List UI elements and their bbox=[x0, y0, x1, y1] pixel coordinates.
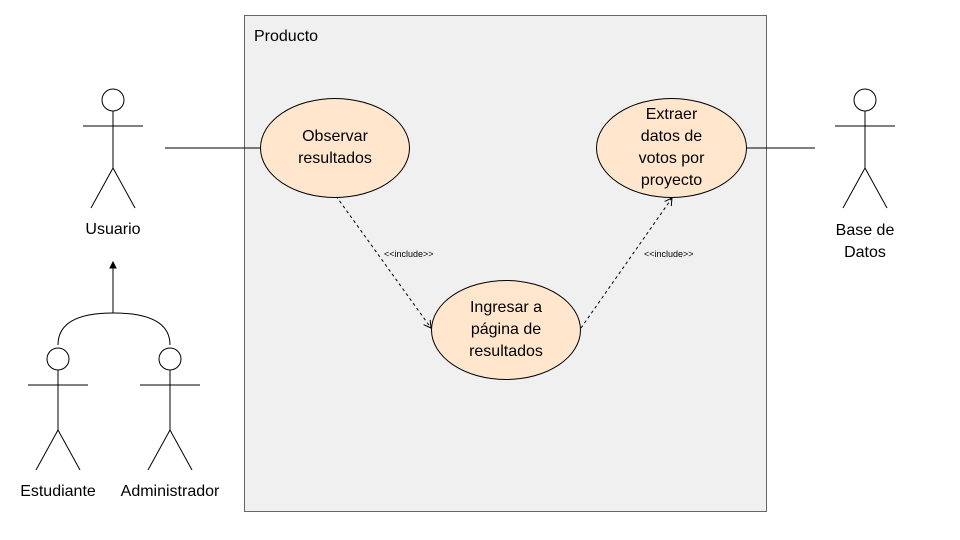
system-boundary bbox=[244, 15, 767, 512]
use-case-extraer-datos[interactable]: Extraer datos de votos por proyecto bbox=[596, 98, 747, 198]
actor-base-datos-figure bbox=[835, 88, 895, 209]
system-label: Producto bbox=[254, 28, 319, 45]
include-ingresar-extraer bbox=[580, 197, 673, 329]
actor-label-usuario: Usuario bbox=[85, 221, 141, 238]
actor-label-estudiante: Estudiante bbox=[20, 483, 96, 500]
include-label-left: <<include>> bbox=[384, 249, 434, 259]
generalization-fork bbox=[57, 312, 171, 346]
include-label-right: <<include>> bbox=[644, 249, 694, 259]
use-case-ingresar-pagina[interactable]: Ingresar a página de resultados bbox=[431, 280, 581, 380]
actor-estudiante-figure bbox=[28, 347, 88, 471]
use-case-label-ingresar: Ingresar a página de resultados bbox=[469, 299, 543, 360]
generalization-arrowhead bbox=[109, 260, 117, 269]
actor-label-base-datos: Base de Datos bbox=[835, 222, 895, 261]
include-observar-ingresar bbox=[335, 195, 432, 329]
actor-usuario-figure bbox=[83, 88, 143, 209]
actor-label-administrador: Administrador bbox=[120, 483, 220, 500]
use-case-observar-resultados[interactable]: Observar resultados bbox=[260, 98, 410, 198]
use-case-label-extraer: Extraer datos de votos por proyecto bbox=[638, 106, 705, 189]
use-case-label-observar: Observar resultados bbox=[298, 128, 372, 167]
actor-administrador-figure bbox=[140, 347, 200, 471]
